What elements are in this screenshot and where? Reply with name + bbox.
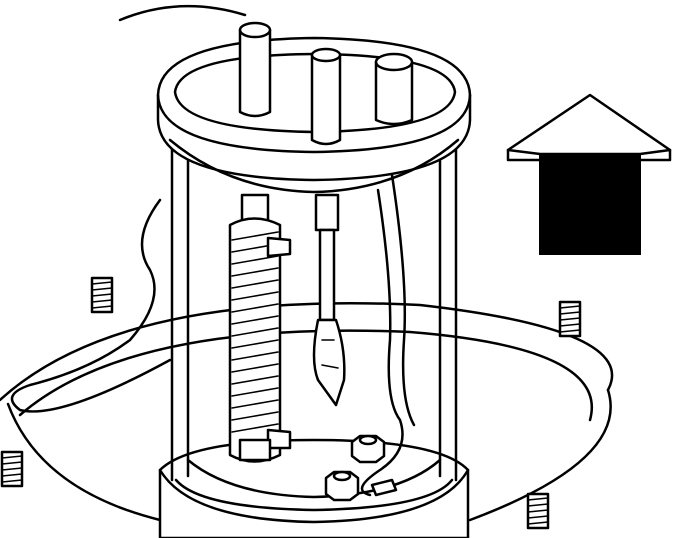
terminal-nut-lower [324,470,360,502]
up-arrow-icon [506,93,672,255]
stud-right [558,300,582,338]
stud-bottom-left [0,450,24,488]
terminal-nut-upper [350,434,386,464]
reservoir-base [158,438,470,538]
stud-top-left [90,276,114,314]
stud-bottom-right [526,492,550,530]
reservoir-cylinder [170,128,458,499]
internal-wire [360,188,404,497]
tank-flange [0,301,614,522]
pump-coil [231,231,279,433]
fuel-pump [228,193,292,463]
fuel-tube-right [374,52,414,126]
wire-harness-loop [10,198,172,413]
wire-harness [118,4,247,22]
wire-connector [370,478,398,497]
sender-arm [312,193,346,407]
fuel-tube-middle [310,47,342,146]
internal-wire-inner [390,173,416,427]
fuel-tube-left [238,21,272,118]
